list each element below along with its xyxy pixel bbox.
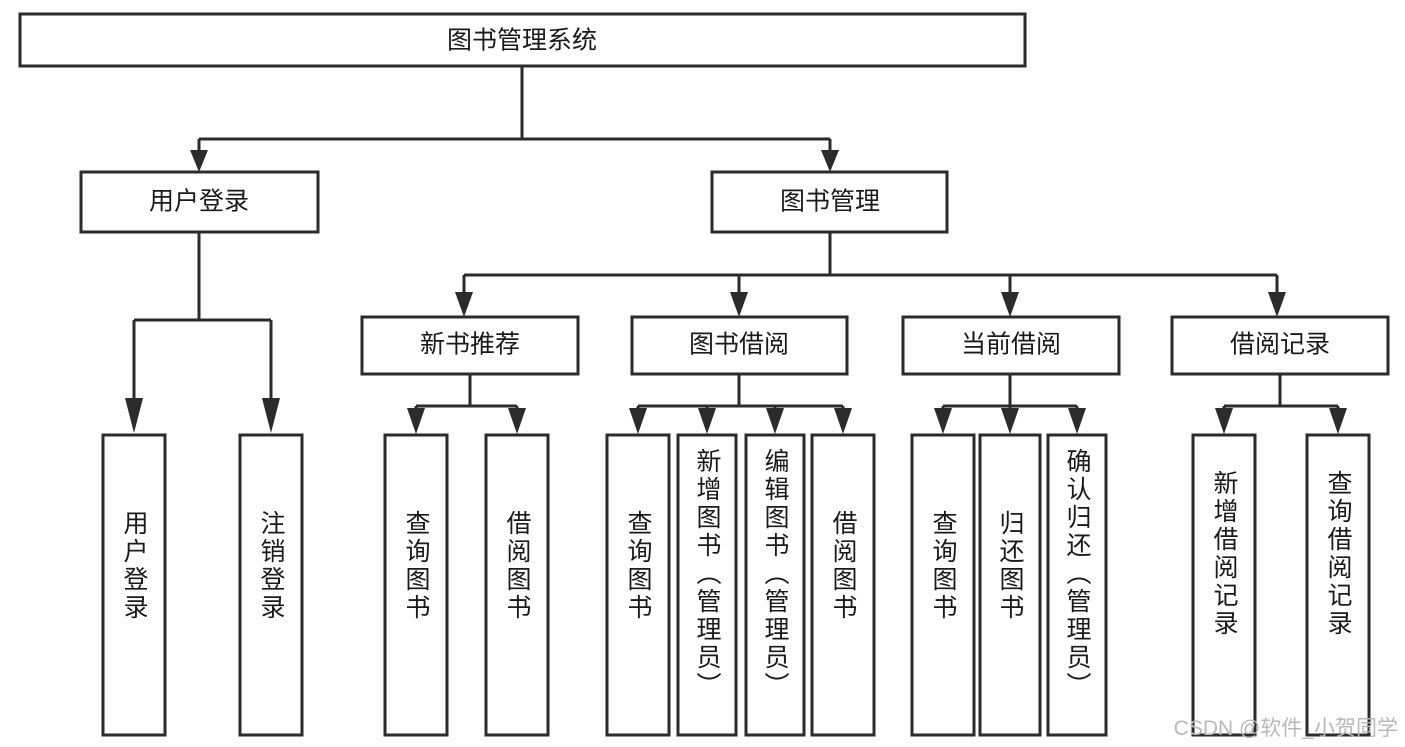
node-new-book-recommend-box[interactable] <box>360 315 580 376</box>
arrow-leaf-borrow-book-2-icon <box>834 408 852 434</box>
node-leaf-add-book-box[interactable] <box>676 433 738 737</box>
node-new-book-recommend[interactable]: 新书推荐 <box>360 315 580 376</box>
node-leaf-add-book-label: 新增图书（管理员） <box>693 448 722 700</box>
watermark-label: CSDN @软件_小贺同学 <box>1174 717 1398 740</box>
node-borrow-record-box[interactable] <box>1170 315 1390 376</box>
node-leaf-query-book-2[interactable]: 查询图书 <box>605 433 671 737</box>
node-leaf-query-book-2-box[interactable] <box>605 433 671 737</box>
node-current-borrow-box[interactable] <box>901 315 1121 376</box>
node-user-login-label: 用户登录 <box>149 188 249 216</box>
node-leaf-confirm-return-label: 确认归还（管理员） <box>1063 448 1092 700</box>
node-leaf-add-record-box[interactable] <box>1191 433 1257 737</box>
arrow-to-book-manage-icon <box>821 150 839 172</box>
arrow-leaf-user-logout-icon <box>262 398 280 433</box>
node-leaf-query-record-label: 查询借阅记录 <box>1324 470 1353 638</box>
node-root[interactable]: 图书管理系统 <box>18 12 1027 68</box>
node-leaf-borrow-book-1-box[interactable] <box>484 433 550 737</box>
node-book-borrow[interactable]: 图书借阅 <box>630 315 849 376</box>
node-leaf-edit-book-box[interactable] <box>744 433 806 737</box>
node-leaf-edit-book[interactable]: 编辑图书（管理员） <box>744 433 806 737</box>
arrow-to-new-book-icon <box>455 292 473 317</box>
node-user-login-box[interactable] <box>79 170 320 234</box>
node-new-book-recommend-label: 新书推荐 <box>420 331 520 359</box>
arrow-leaf-add-record-icon <box>1215 408 1233 434</box>
node-leaf-user-login-box[interactable] <box>101 433 167 737</box>
node-book-manage-box[interactable] <box>710 170 949 234</box>
node-leaf-query-book-1[interactable]: 查询图书 <box>383 433 449 737</box>
node-leaf-query-book-3-label: 查询图书 <box>929 510 958 622</box>
arrow-to-book-borrow-icon <box>730 292 748 317</box>
arrow-leaf-return-book-icon <box>1001 408 1019 434</box>
node-leaf-add-book[interactable]: 新增图书（管理员） <box>676 433 738 737</box>
node-leaf-query-book-1-box[interactable] <box>383 433 449 737</box>
arrow-leaf-user-login-icon <box>125 398 143 433</box>
node-borrow-record[interactable]: 借阅记录 <box>1170 315 1390 376</box>
arrow-to-borrow-record-icon <box>1268 292 1286 317</box>
node-leaf-confirm-return[interactable]: 确认归还（管理员） <box>1046 433 1108 737</box>
node-leaf-query-record[interactable]: 查询借阅记录 <box>1305 433 1371 737</box>
arrow-leaf-query-book-1-icon <box>407 408 425 434</box>
connectors <box>125 66 1347 434</box>
node-leaf-borrow-book-2[interactable]: 借阅图书 <box>810 433 876 737</box>
node-leaf-add-record[interactable]: 新增借阅记录 <box>1191 433 1257 737</box>
node-book-manage-label: 图书管理 <box>780 188 880 216</box>
node-leaf-query-record-box[interactable] <box>1305 433 1371 737</box>
node-leaf-add-record-label: 新增借阅记录 <box>1210 470 1239 638</box>
arrow-leaf-edit-book-icon <box>766 408 784 434</box>
node-leaf-query-book-3-box[interactable] <box>910 433 976 737</box>
node-current-borrow-label: 当前借阅 <box>961 331 1061 359</box>
node-leaf-query-book-3[interactable]: 查询图书 <box>910 433 976 737</box>
node-current-borrow[interactable]: 当前借阅 <box>901 315 1121 376</box>
node-leaf-edit-book-label: 编辑图书（管理员） <box>761 448 790 700</box>
node-book-borrow-label: 图书借阅 <box>689 331 789 359</box>
node-leaf-return-book[interactable]: 归还图书 <box>978 433 1042 737</box>
node-leaf-user-logout[interactable]: 注销登录 <box>238 433 304 737</box>
node-leaf-borrow-book-1[interactable]: 借阅图书 <box>484 433 550 737</box>
arrow-leaf-confirm-return-icon <box>1068 408 1086 434</box>
node-leaf-return-book-box[interactable] <box>978 433 1042 737</box>
arrow-leaf-query-record-icon <box>1329 408 1347 434</box>
arrow-leaf-borrow-book-1-icon <box>508 408 526 434</box>
node-leaf-borrow-book-1-label: 借阅图书 <box>503 510 532 622</box>
node-leaf-user-logout-box[interactable] <box>238 433 304 737</box>
node-leaf-query-book-1-label: 查询图书 <box>402 510 431 622</box>
arrow-to-current-borrow-icon <box>1001 292 1019 317</box>
node-borrow-record-label: 借阅记录 <box>1230 331 1330 359</box>
node-leaf-query-book-2-label: 查询图书 <box>624 510 653 622</box>
arrow-leaf-add-book-icon <box>698 408 716 434</box>
node-leaf-borrow-book-2-box[interactable] <box>810 433 876 737</box>
node-leaf-confirm-return-box[interactable] <box>1046 433 1108 737</box>
node-root-box[interactable] <box>18 12 1027 68</box>
node-root-label: 图书管理系统 <box>447 27 597 55</box>
node-leaf-user-logout-label: 注销登录 <box>257 510 286 622</box>
node-book-manage[interactable]: 图书管理 <box>710 170 949 234</box>
arrow-leaf-query-book-3-icon <box>934 408 952 434</box>
node-leaf-user-login-label: 用户登录 <box>120 510 149 622</box>
node-user-login[interactable]: 用户登录 <box>79 170 320 234</box>
node-leaf-borrow-book-2-label: 借阅图书 <box>829 510 858 622</box>
node-leaf-user-login[interactable]: 用户登录 <box>101 433 167 737</box>
node-book-borrow-box[interactable] <box>630 315 849 376</box>
arrow-leaf-query-book-2-icon <box>629 408 647 434</box>
node-leaf-return-book-label: 归还图书 <box>996 510 1025 622</box>
arrow-to-user-login-icon <box>190 150 208 172</box>
